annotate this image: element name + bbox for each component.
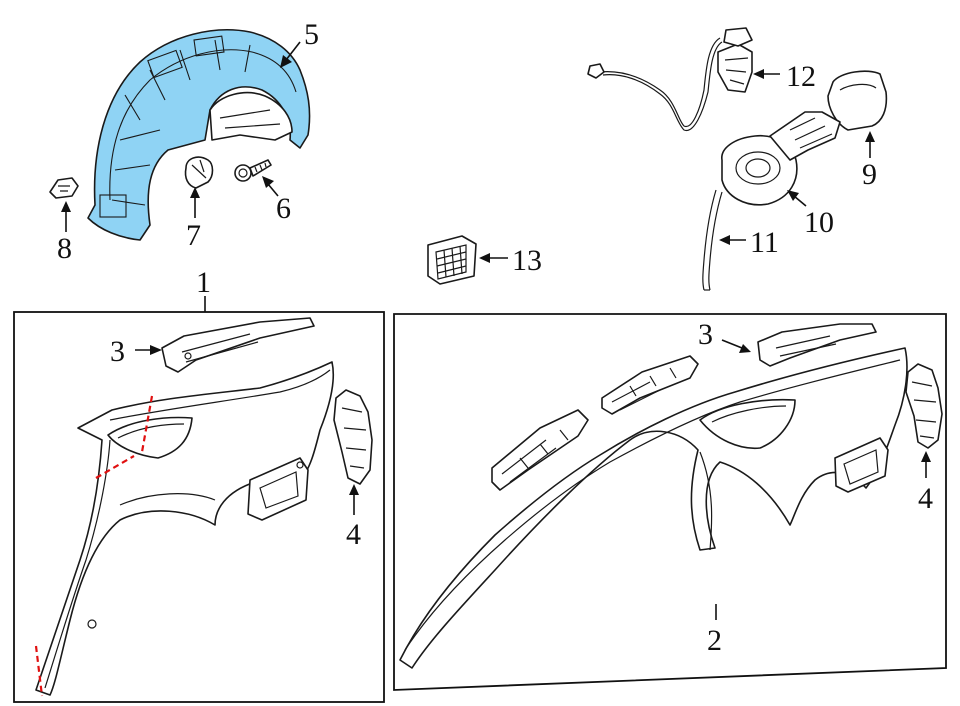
callout-8: 8 [57, 232, 72, 265]
part-12-fuel-door-actuator[interactable] [587, 27, 753, 131]
callout-9: 9 [862, 158, 877, 191]
leader-lines [61, 41, 931, 620]
part-7-clip[interactable] [184, 156, 214, 189]
callout-6: 6 [276, 192, 291, 225]
callout-3-right: 3 [698, 318, 713, 351]
callout-10: 10 [804, 206, 834, 239]
part-3-left-bracket[interactable] [161, 317, 315, 373]
cut-lines-left [34, 395, 154, 697]
callout-1: 1 [196, 266, 211, 299]
box-part-2 [393, 313, 947, 691]
part-11-drain-hose[interactable] [702, 189, 723, 291]
part-2-body-side-panel[interactable] [399, 347, 908, 669]
callout-13: 13 [512, 244, 542, 277]
part-13-pressure-vent[interactable] [427, 235, 477, 285]
callout-7: 7 [186, 219, 201, 252]
callout-5: 5 [304, 18, 319, 51]
part-2-rail-bracket-lower[interactable] [491, 409, 589, 491]
box-part-1 [13, 311, 385, 703]
callout-11: 11 [750, 226, 779, 259]
part-6-screw[interactable] [234, 159, 272, 182]
callout-4-left: 4 [346, 518, 361, 551]
part-3-right-bracket[interactable] [757, 323, 877, 367]
callout-3-left: 3 [110, 335, 125, 368]
part-4-left-reinforcement[interactable] [333, 389, 373, 485]
callout-4-right: 4 [918, 482, 933, 515]
part-2-rail-bracket-middle[interactable] [601, 355, 699, 415]
callout-12: 12 [786, 60, 816, 93]
callout-labels: 5 6 7 8 1 3 4 12 9 10 11 13 3 4 2 [57, 18, 933, 657]
part-10-filler-pocket[interactable] [721, 111, 841, 206]
part-1-quarter-panel[interactable] [35, 361, 335, 696]
part-8-retainer[interactable] [49, 177, 79, 199]
part-5-wheelhouse-liner[interactable] [87, 29, 311, 241]
callout-2: 2 [707, 624, 722, 657]
part-9-fuel-door[interactable] [827, 70, 888, 131]
part-4-right-reinforcement[interactable] [905, 363, 943, 449]
